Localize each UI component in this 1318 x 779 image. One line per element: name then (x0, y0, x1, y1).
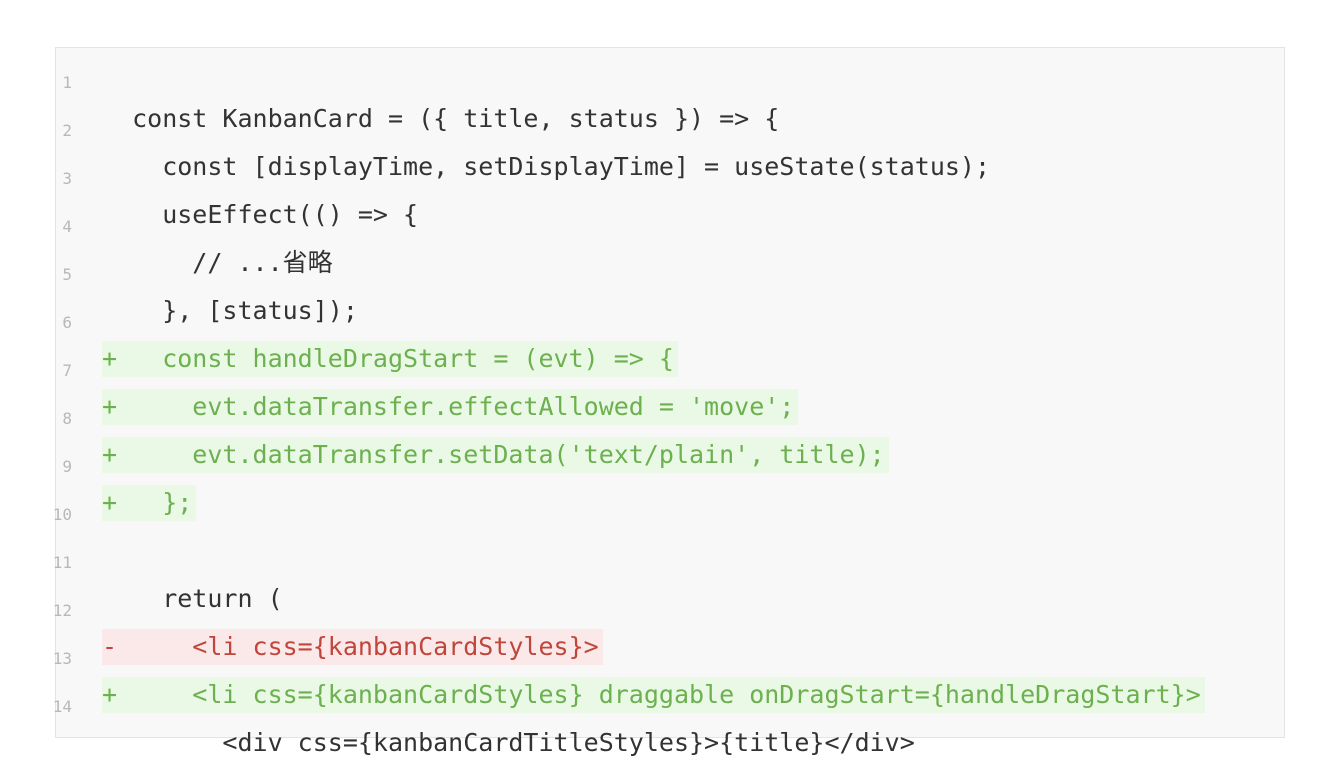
line-number: 2 (62, 121, 72, 140)
code-line: 3 useEffect(() => { (62, 155, 1284, 229)
code-line: 4 // ...省略 (62, 203, 1284, 277)
code-text: - <li css={kanbanCardStyles}> (102, 629, 603, 665)
line-number: 5 (62, 265, 72, 284)
code-text: + evt.dataTransfer.effectAllowed = 'move… (102, 389, 799, 425)
code-text: useEffect(() => { (102, 200, 419, 229)
code-text: const [displayTime, setDisplayTime] = us… (102, 152, 991, 181)
line-number: 6 (62, 313, 72, 332)
line-number: 12 (52, 601, 72, 620)
line-number: 13 (52, 649, 72, 668)
line-number: 9 (62, 457, 72, 476)
line-number: 7 (62, 361, 72, 380)
code-diff-panel: 1 const KanbanCard = ({ title, status })… (53, 47, 1285, 757)
code-line: 1 const KanbanCard = ({ title, status })… (62, 59, 1284, 133)
code-body: 1 const KanbanCard = ({ title, status })… (53, 59, 1284, 757)
code-text: + }; (102, 485, 197, 521)
line-number: 3 (62, 169, 72, 188)
code-line-added: 9 + }; (62, 443, 1284, 521)
code-line-added: 13 + <li css={kanbanCardStyles} draggabl… (53, 635, 1284, 713)
line-number: 10 (52, 505, 72, 524)
code-line: 2 const [displayTime, setDisplayTime] = … (62, 107, 1284, 181)
code-line: 5 }, [status]); (62, 251, 1284, 325)
code-text: // ...省略 (102, 248, 333, 277)
line-number: 8 (62, 409, 72, 428)
code-text: + const handleDragStart = (evt) => { (102, 341, 678, 377)
line-number: 11 (52, 553, 72, 572)
code-text: return ( (102, 584, 283, 613)
code-line-removed: 12 - <li css={kanbanCardStyles}> (53, 587, 1284, 665)
code-text: + <li css={kanbanCardStyles} draggable o… (102, 677, 1205, 713)
line-number: 4 (62, 217, 72, 236)
code-line-added: 7 + evt.dataTransfer.effectAllowed = 'mo… (62, 347, 1284, 425)
code-line-added: 6 + const handleDragStart = (evt) => { (62, 299, 1284, 377)
line-number: 1 (62, 73, 72, 92)
code-line: 14 <div css={kanbanCardTitleStyles}>{tit… (53, 683, 1284, 757)
code-line-added: 8 + evt.dataTransfer.setData('text/plain… (62, 395, 1284, 473)
code-text: }, [status]); (102, 296, 358, 325)
line-number: 14 (52, 697, 72, 716)
code-line: 10 (53, 491, 1284, 539)
code-text: const KanbanCard = ({ title, status }) =… (102, 104, 780, 133)
code-text: <div css={kanbanCardTitleStyles}>{title}… (102, 728, 915, 757)
code-text: + evt.dataTransfer.setData('text/plain',… (102, 437, 889, 473)
code-line: 11 return ( (53, 539, 1284, 613)
